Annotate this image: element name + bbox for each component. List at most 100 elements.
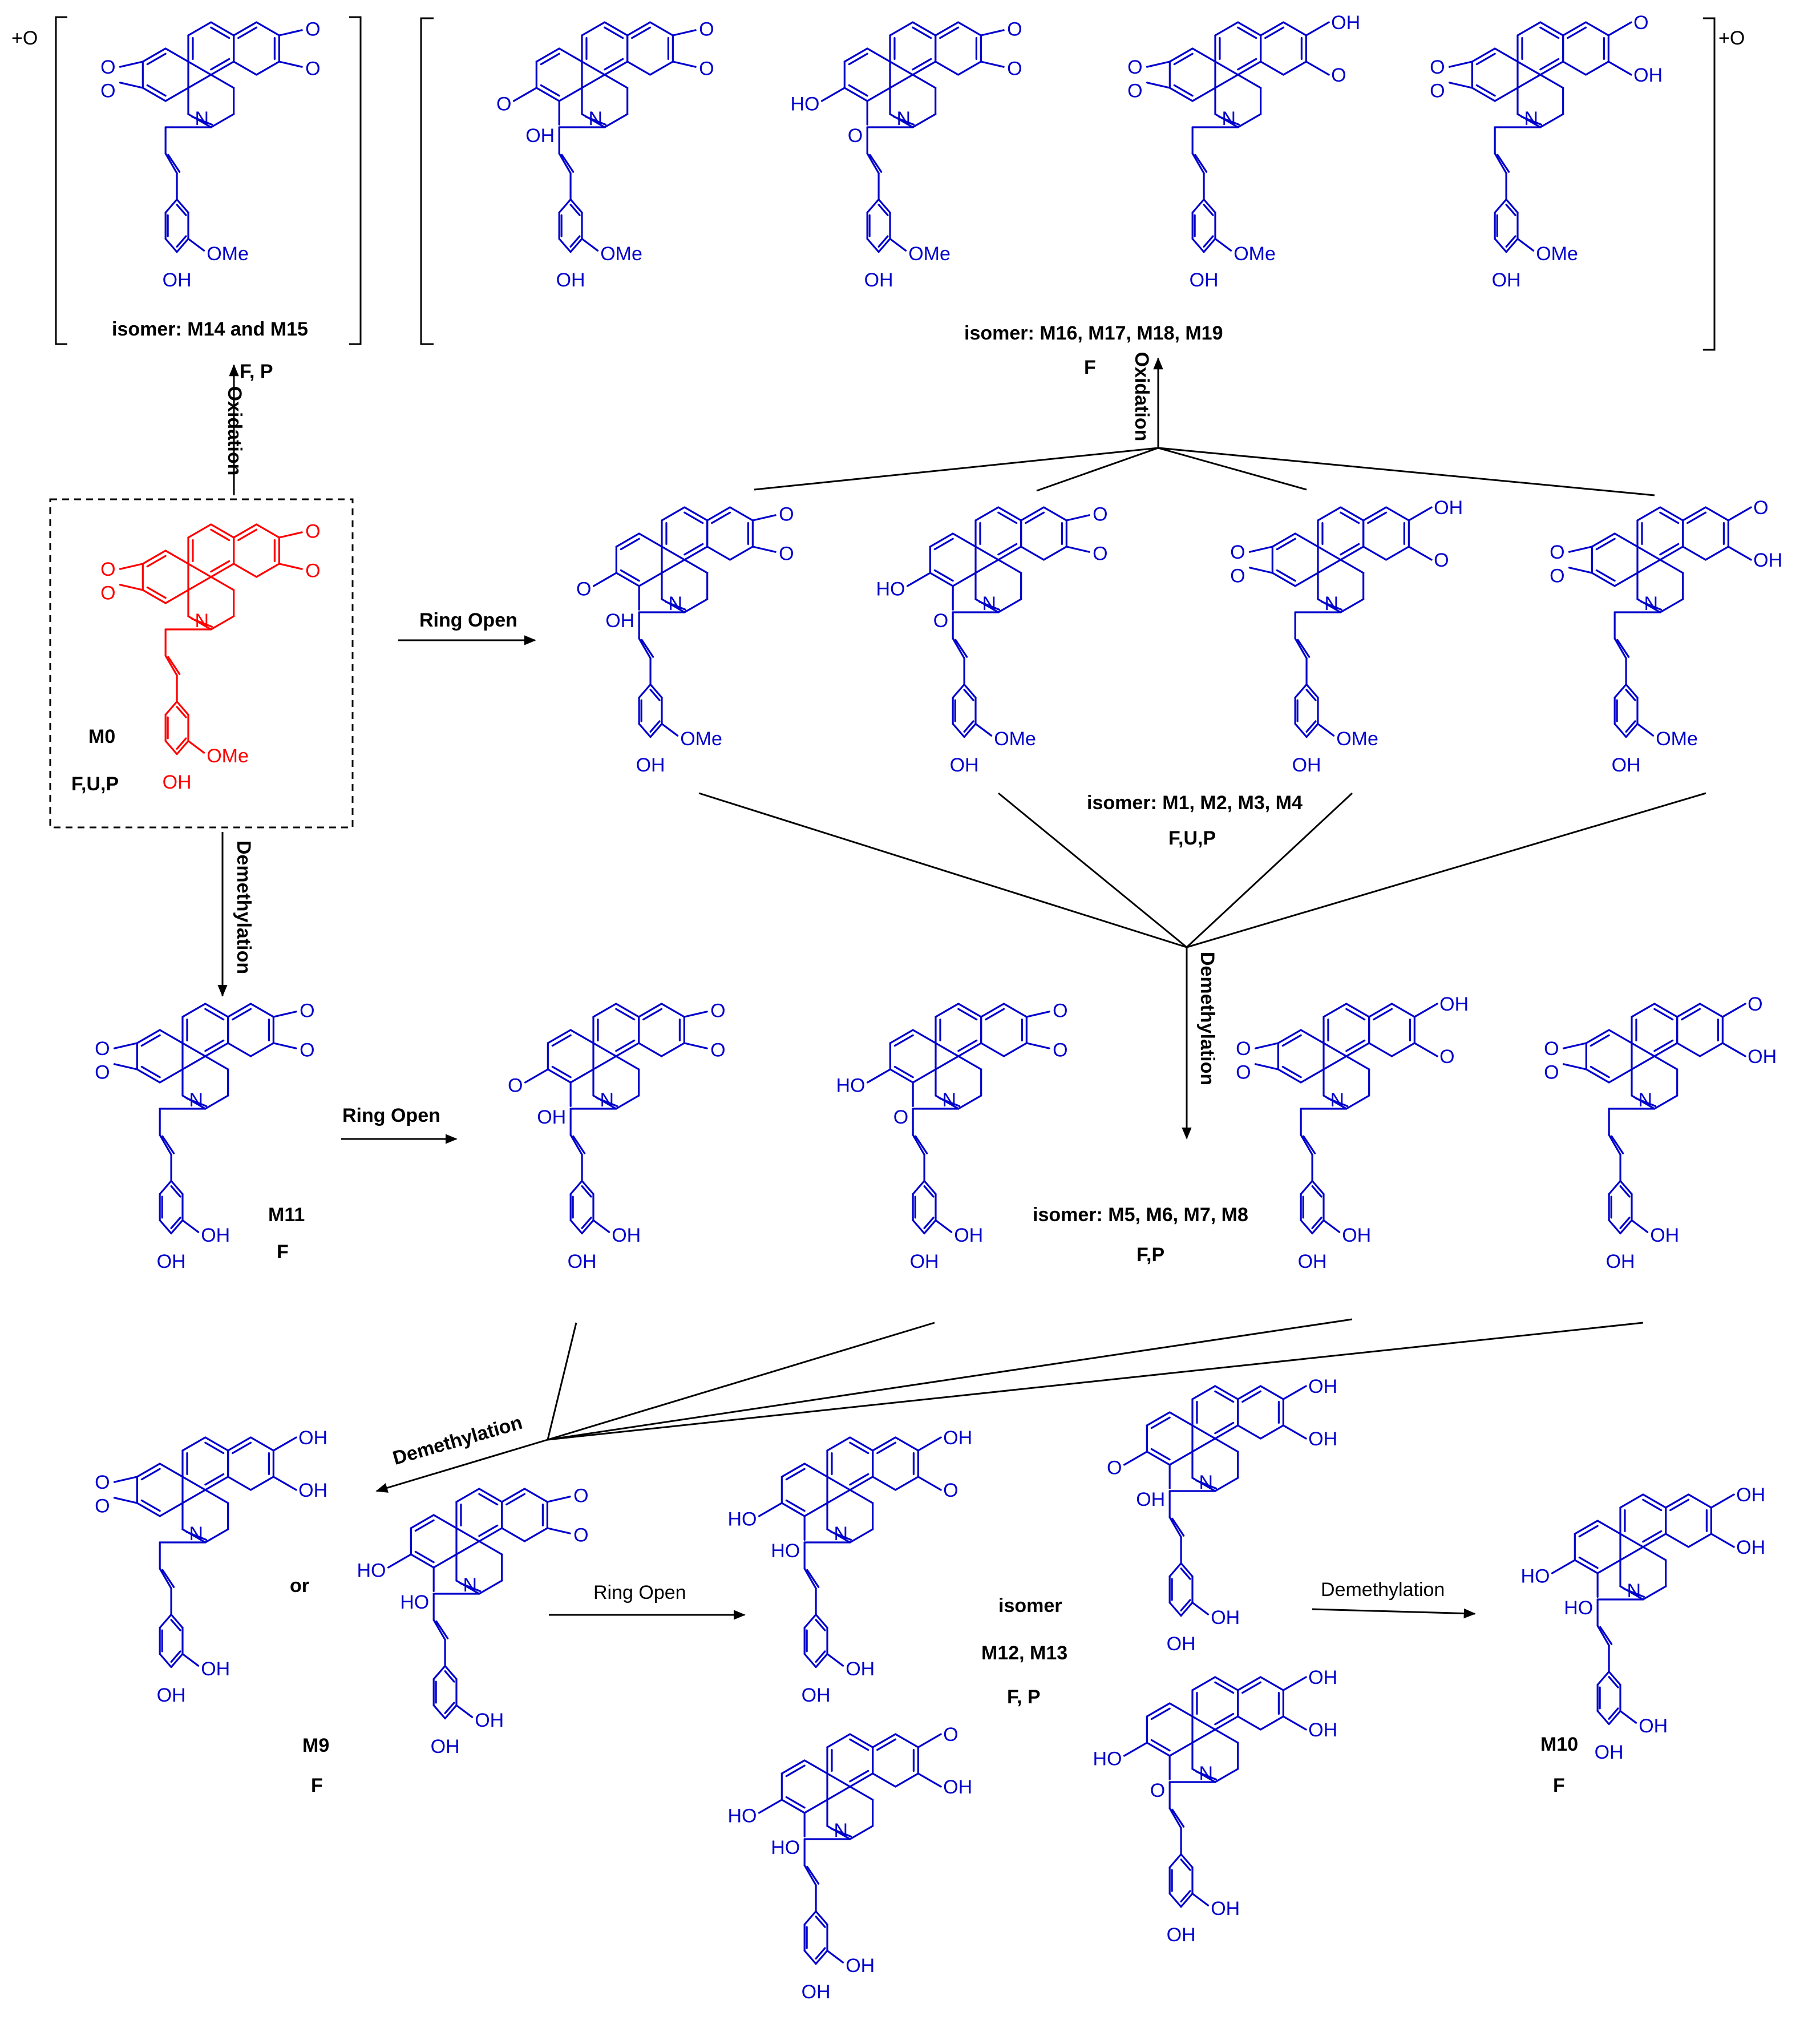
substituent-label: HO [357,1560,386,1582]
hydroxyl-label: OH [163,771,192,793]
substituent-label: OH [1342,1225,1371,1246]
nitrogen-atom: N [1199,1763,1214,1784]
label-m1-m4: isomer: M1, M2, M3, M4 [1087,792,1303,814]
nitrogen-atom: N [1325,593,1339,615]
substituent-label: O [1331,64,1346,86]
substituent-label: HO [1093,1748,1122,1770]
substituent-label: OH [1136,1489,1165,1510]
substituent-label: OMe [1656,728,1698,750]
hydroxyl-label: OH [1606,1251,1635,1272]
substituent-label: OH [1434,497,1463,519]
substituent-label: OMe [1336,728,1378,750]
label-m16-m19: isomer: M16, M17, M18, M19 [964,322,1223,344]
hydroxyl-label: OH [1298,1251,1327,1272]
oxygen-atom: O [1544,1038,1559,1060]
nitrogen-atom: N [463,1574,478,1596]
oxygen-atom: O [305,19,320,41]
oxygen-atom: O [1236,1038,1251,1060]
reaction-demethylation-left: Demethylation [233,841,254,974]
oxygen-atom: O [300,1000,314,1022]
substituent-label: HO [400,1591,429,1613]
substituent-label: O [848,125,863,147]
hydroxyl-label: OH [163,269,192,291]
oxygen-atom: O [1093,543,1107,565]
convergence-lines-lower [547,1318,1644,1441]
bracket-m16-left [420,17,434,345]
substituent-label: OH [298,1480,327,1501]
oxygen-atom: O [1053,1000,1067,1022]
oxygen-atom: O [1053,1040,1067,1061]
oxygen-atom: O [95,1472,110,1493]
substituent-label: OH [943,1776,972,1798]
oxygen-atom: O [1007,19,1022,41]
label-m9-matrix: F [311,1775,323,1796]
substituent-label: O [943,1480,958,1501]
oxygen-atom: O [710,1000,725,1022]
hydroxyl-label: OH [431,1736,460,1758]
bracket-m14-right [349,16,362,345]
hydroxyl-label: OH [950,754,979,776]
oxygen-atom: O [1127,56,1142,78]
label-m11-matrix: F [277,1241,289,1263]
substituent-label: OH [1308,1376,1337,1397]
hydroxyl-label: OH [636,754,665,776]
substituent-label: OH [525,125,555,147]
substituent-label: HO [771,1837,800,1859]
nitrogen-atom: N [189,1089,204,1111]
substituent-label: OH [846,1955,875,1977]
oxygen-atom: O [1127,80,1142,102]
label-m10: M10 [1540,1734,1578,1755]
substituent-label: OMe [1536,243,1578,265]
nitrogen-atom: N [943,1089,957,1111]
substituent-label: HO [728,1805,757,1827]
substituent-label: HO [836,1075,865,1097]
oxygen-atom: O [305,521,320,543]
oxygen-atom: O [1093,504,1107,526]
label-or: or [290,1575,309,1597]
oxygen-atom: O [779,543,794,565]
label-m0: M0 [88,726,115,748]
reaction-oxidation-right: Oxidation [1131,352,1152,442]
nitrogen-atom: N [195,610,209,632]
label-m16-m19-matrix: F [1084,357,1096,378]
oxygen-atom: O [779,504,794,526]
nitrogen-atom: N [1222,108,1236,130]
substituent-label: O [1633,12,1648,34]
substituent-label: O [1107,1457,1122,1479]
hydroxyl-label: OH [1190,269,1219,291]
substituent-label: OH [1308,1719,1337,1741]
nitrogen-atom: N [1639,1089,1653,1111]
label-m14-m15: isomer: M14 and M15 [112,318,308,340]
oxygen-atom: O [300,1040,314,1061]
substituent-label: HO [771,1540,800,1562]
molecule-structures: NOOOOOMeOHNOOOOOMeOHNOOOOHOMeOHNOOHOOOMe… [95,12,1782,2003]
label-m5-m8-matrix: F,P [1137,1244,1164,1266]
oxygen-atom: O [573,1525,588,1546]
substituent-label: O [1753,497,1768,519]
convergence-lines-demethylation [698,792,1706,948]
nitrogen-atom: N [982,593,997,615]
oxygen-atom: O [305,560,320,582]
substituent-label: O [1434,550,1449,571]
substituent-label: O [893,1106,908,1128]
nitrogen-atom: N [189,1523,204,1545]
label-m12-m13-isomer: isomer [998,1595,1062,1617]
convergence-lines-oxidation [754,447,1655,496]
label-m0-matrix: F,U,P [71,773,119,795]
nitrogen-atom: N [897,108,911,130]
reaction-demethylation-lower: Demethylation [390,1412,525,1469]
substituent-label: O [496,94,511,115]
substituent-label: HO [876,579,905,600]
substituent-label: OMe [1233,243,1276,265]
oxygen-atom: O [699,19,714,41]
